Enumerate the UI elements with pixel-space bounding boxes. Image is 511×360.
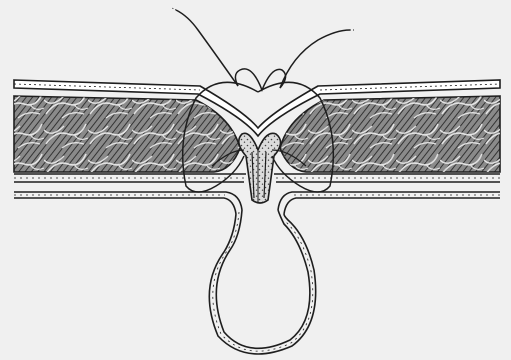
suture-thread-ends [172, 8, 356, 88]
central-fold [239, 133, 281, 203]
hernia-sac [209, 210, 315, 354]
right-muscle-block [280, 96, 500, 172]
left-muscle-block [14, 96, 240, 172]
